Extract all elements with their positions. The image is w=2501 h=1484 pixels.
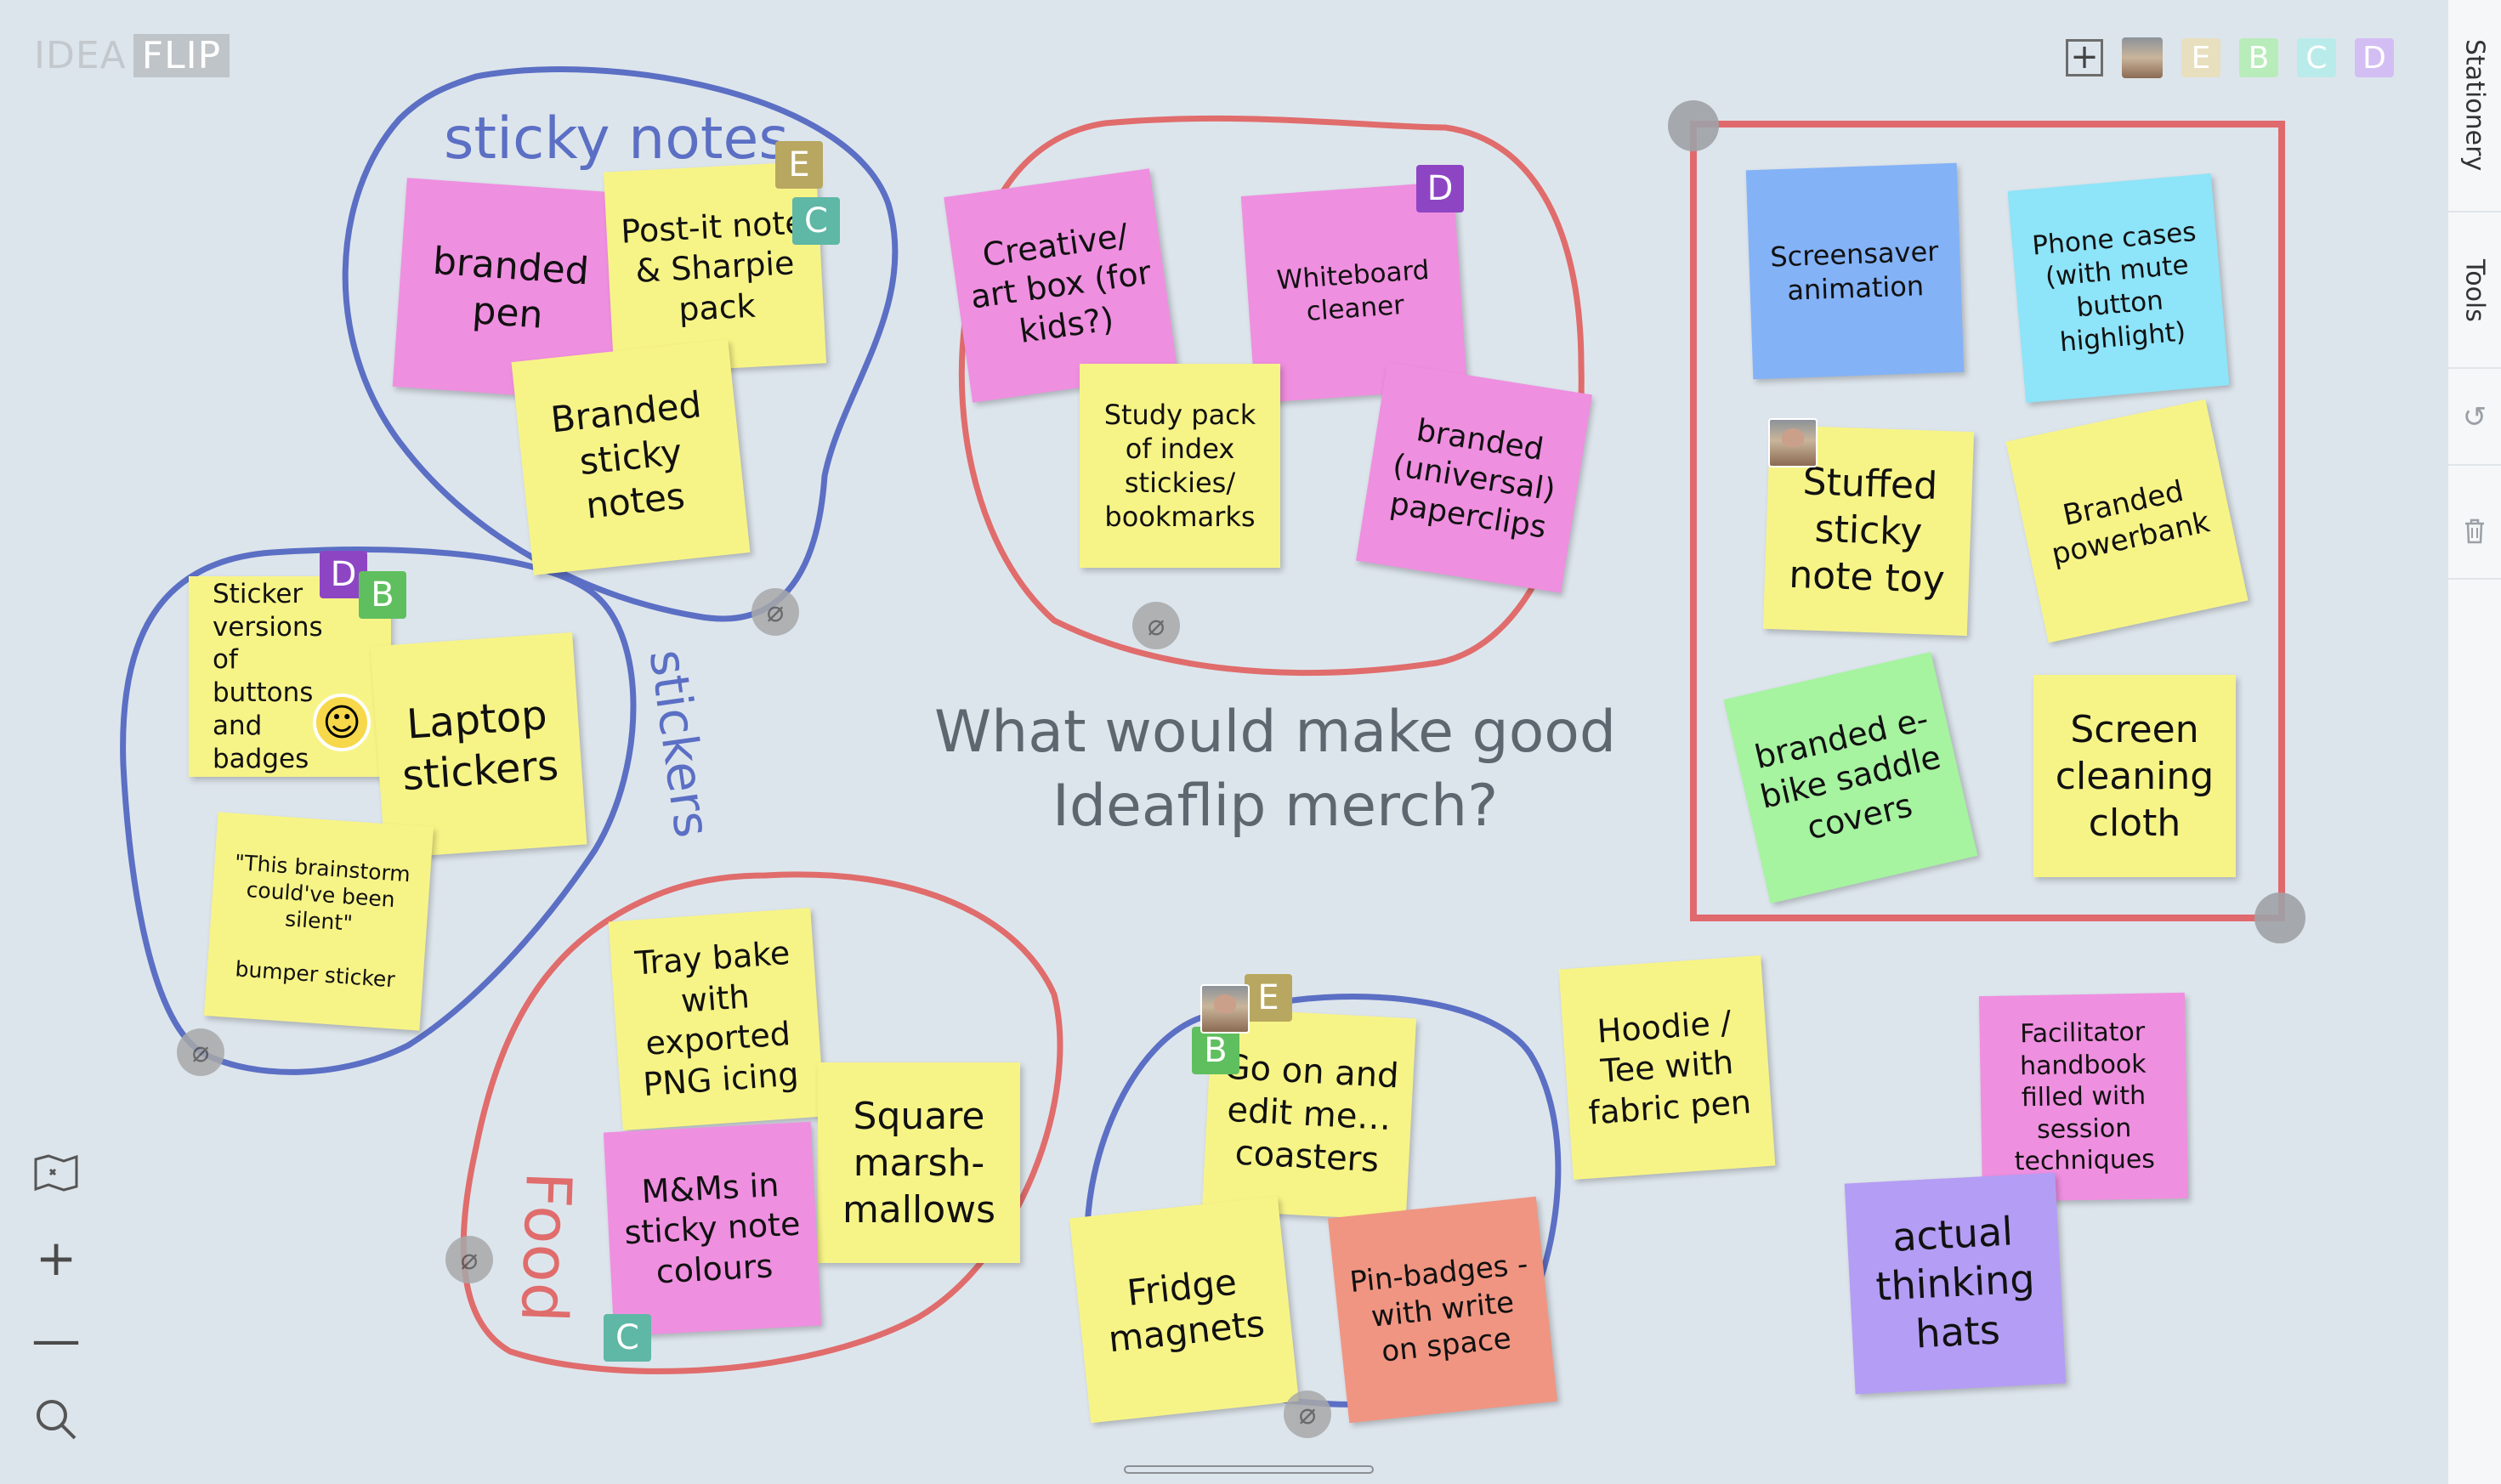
group-handle-food[interactable]: ⌀ — [445, 1236, 493, 1283]
note-text: Stuffed sticky note toy — [1788, 459, 1946, 602]
note-text: Phone cases (with mute button highlight) — [2031, 216, 2198, 358]
note-text: M&Ms in sticky note colours — [623, 1165, 802, 1291]
note-phone-cases[interactable]: Phone cases (with mute button highlight) — [2007, 173, 2230, 403]
note-fridge-magnets[interactable]: Fridge magnets — [1069, 1196, 1299, 1424]
logo-text-idea: IDEA — [34, 34, 127, 77]
user-photo-avatar — [1768, 418, 1818, 467]
zoom-in-icon[interactable]: + — [35, 1229, 77, 1287]
group-handle-coasters[interactable]: ⌀ — [1284, 1391, 1331, 1438]
note-text: Study pack of index stickies/ bookmarks — [1103, 399, 1256, 533]
note-powerbank[interactable]: Branded powerbank — [2005, 399, 2249, 643]
note-facilitator-handbook[interactable]: Facilitator handbook filled with session… — [1978, 992, 2189, 1203]
group-handle-stationery[interactable]: ⌀ — [1132, 602, 1180, 649]
note-text: Screen cleaning cloth — [2055, 707, 2215, 845]
board-question[interactable]: What would make good Ideaflip merch? — [933, 699, 1617, 841]
logo-text-flip: FLIP — [133, 34, 230, 77]
note-text: Square marsh- mallows — [842, 1094, 996, 1232]
frame-resize-handle-top-left[interactable] — [1668, 100, 1719, 151]
note-ebike-covers[interactable]: branded e-bike saddle covers — [1723, 652, 1978, 903]
note-text: Creative/ art box (for kids?) — [967, 216, 1154, 350]
label-stickers[interactable]: stickers — [638, 646, 722, 841]
note-text: Hoodie / Tee with fabric pen — [1587, 1003, 1753, 1132]
user-tag-c: C — [792, 197, 840, 245]
group-handle-sticky-notes[interactable]: ⌀ — [751, 588, 799, 636]
note-sticker-versions[interactable]: Sticker versions of buttons and badges — [189, 576, 391, 777]
user-chip-d[interactable]: D — [2355, 38, 2394, 77]
user-photo-avatar — [1200, 984, 1250, 1034]
smiley-sticker-icon[interactable]: ☺ — [313, 694, 371, 751]
tab-stationery[interactable]: Stationery — [2448, 0, 2501, 212]
note-marshmallows[interactable]: Square marsh- mallows — [818, 1062, 1020, 1263]
note-branded-sticky-notes[interactable]: Branded sticky notes — [511, 339, 751, 575]
note-text: branded pen — [431, 239, 591, 337]
tab-label: Stationery — [2459, 39, 2490, 172]
user-tag-d: D — [1416, 165, 1464, 212]
trash-icon[interactable] — [2448, 484, 2501, 580]
note-text: Post-it note & Sharpie pack — [620, 203, 806, 329]
tab-tools[interactable]: Tools — [2448, 214, 2501, 369]
note-text: Branded powerbank — [2048, 473, 2213, 572]
note-tray-bake[interactable]: Tray bake with exported PNG icing — [608, 907, 825, 1131]
user-chip-b[interactable]: B — [2239, 38, 2278, 77]
note-pin-badges[interactable]: Pin-badges - with write on space — [1328, 1196, 1557, 1424]
note-bumper-sticker[interactable]: "This brainstorm could've been silent" b… — [203, 812, 434, 1031]
note-text: Screensaver animation — [1769, 235, 1939, 307]
note-text: Branded sticky notes — [548, 383, 704, 527]
note-paperclips[interactable]: branded (universal) paperclips — [1356, 362, 1592, 593]
note-text: Go on and edit me… coasters — [1222, 1047, 1400, 1181]
user-chip-c[interactable]: C — [2297, 38, 2336, 77]
map-icon[interactable] — [31, 1147, 82, 1198]
user-tag-b: B — [1192, 1027, 1239, 1074]
user-tag-c: C — [604, 1314, 651, 1362]
note-screen-cloth[interactable]: Screen cleaning cloth — [2033, 675, 2236, 877]
note-text: actual thinking hats — [1874, 1208, 2036, 1357]
note-study-pack[interactable]: Study pack of index stickies/ bookmarks — [1080, 364, 1280, 568]
user-tag-b: B — [359, 571, 406, 619]
note-mms[interactable]: M&Ms in sticky note colours — [603, 1121, 822, 1337]
frame-resize-handle-bottom-right[interactable] — [2254, 892, 2305, 943]
note-text: Fridge magnets — [1106, 1260, 1267, 1361]
user-tag-e: E — [775, 141, 823, 189]
note-hoodie[interactable]: Hoodie / Tee with fabric pen — [1558, 955, 1776, 1180]
note-text: Facilitator handbook filled with session… — [2014, 1017, 2156, 1177]
undo-icon[interactable]: ↺ — [2448, 371, 2501, 466]
note-text: branded e-bike saddle covers — [1750, 700, 1945, 847]
note-screensaver[interactable]: Screensaver animation — [1745, 162, 1965, 380]
label-food[interactable]: Food — [506, 1170, 585, 1324]
user-photo-avatar[interactable] — [2122, 37, 2163, 78]
right-sidebar: Stationery Tools ↺ — [2447, 0, 2501, 1484]
note-text: Laptop stickers — [400, 691, 560, 801]
plus-icon[interactable]: + — [2066, 39, 2103, 76]
tab-label: Tools — [2459, 259, 2490, 322]
note-text: Tray bake with exported PNG icing — [633, 933, 800, 1103]
note-text: branded (universal) paperclips — [1387, 412, 1558, 546]
user-chip-e[interactable]: E — [2181, 38, 2220, 77]
zoom-out-icon[interactable]: — — [31, 1311, 81, 1368]
note-text: Sticker versions of buttons and badges — [213, 578, 323, 774]
note-text: "This brainstorm could've been silent" b… — [234, 849, 411, 993]
search-icon[interactable] — [31, 1394, 82, 1445]
note-text: Pin-badges - with write on space — [1347, 1247, 1530, 1369]
group-handle-stickers[interactable]: ⌀ — [177, 1028, 224, 1076]
top-right-toolbar: + E B C D — [2066, 37, 2394, 78]
note-thinking-hats[interactable]: actual thinking hats — [1844, 1172, 2067, 1395]
note-text: Whiteboard cleaner — [1275, 255, 1431, 327]
horizontal-scrollbar[interactable] — [1124, 1465, 1374, 1474]
label-sticky-notes[interactable]: sticky notes — [444, 105, 789, 173]
ideaflip-logo: IDEA FLIP — [34, 34, 230, 77]
user-tag-e: E — [1245, 974, 1292, 1022]
